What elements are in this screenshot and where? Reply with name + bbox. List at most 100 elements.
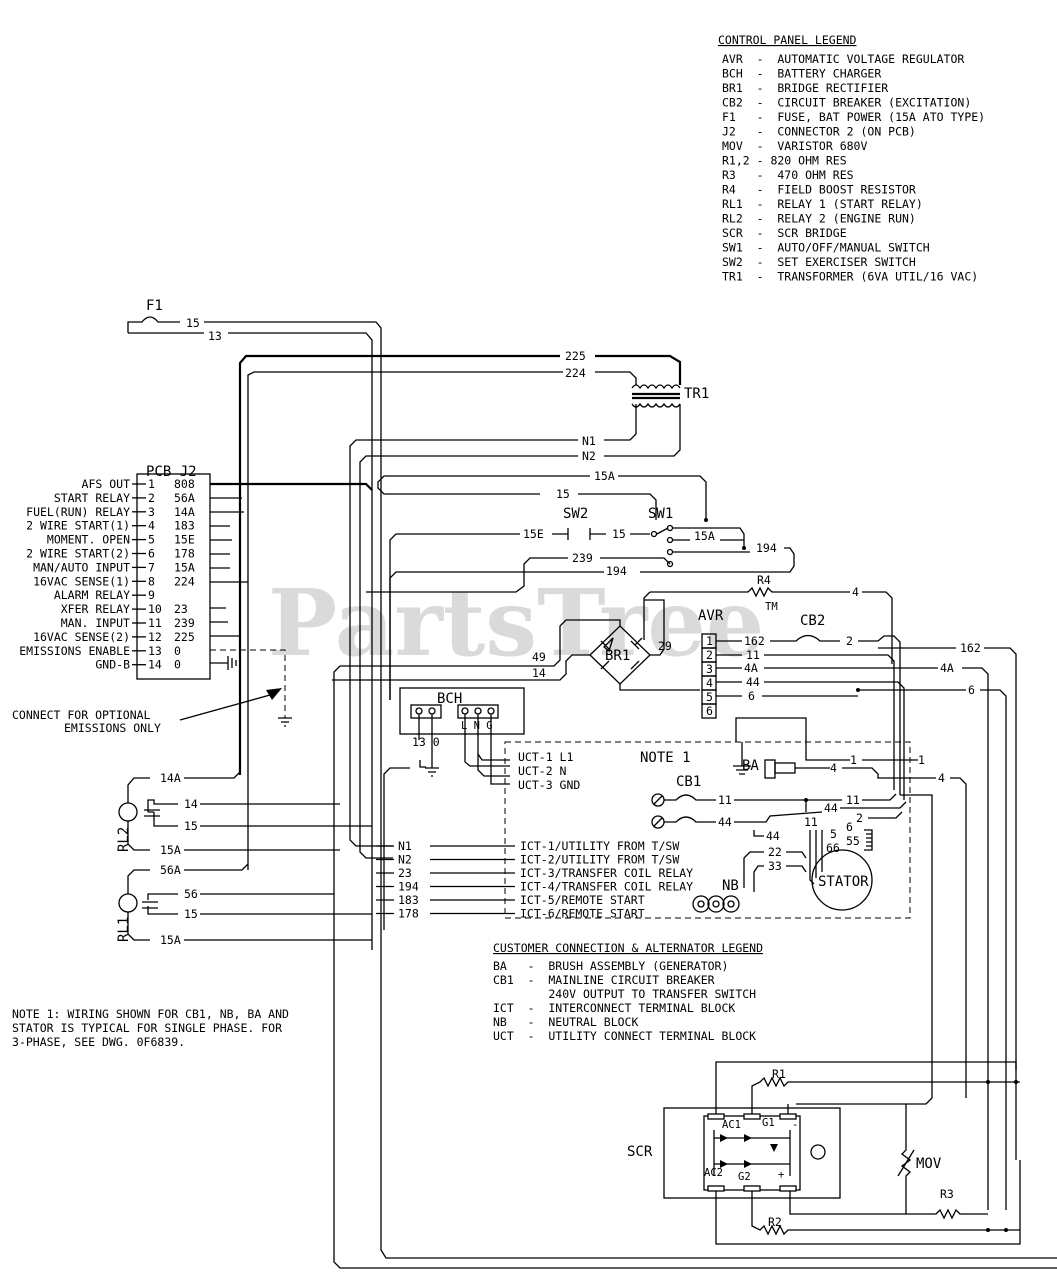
control-legend-item: SW1 - AUTO/OFF/MANUAL SWITCH — [722, 241, 930, 255]
wire-label-11-cb1: 11 — [718, 793, 732, 807]
f1-label: F1 — [146, 298, 163, 314]
pcb-pin-wire: 808 — [174, 477, 195, 491]
wire-label-29: 29 — [658, 639, 672, 653]
ict-terminal-label: ICT-4/TRANSFER COIL RELAY — [520, 880, 693, 894]
pcb-j2-box — [136, 473, 211, 680]
pcb-pin-wire: 239 — [174, 616, 195, 630]
wire-label-15-sw2: 15 — [612, 527, 626, 541]
mov-label: MOV — [916, 1156, 942, 1172]
pcb-pin-number: 4 — [148, 519, 155, 533]
relay-rl2: RL2 14A 15A 14 15 — [116, 771, 372, 857]
pcb-pin-wire: 225 — [174, 630, 195, 644]
scr-diodes-icon — [720, 1134, 778, 1168]
pcb-pin-number: 13 — [148, 644, 162, 658]
sw1-label: SW1 — [648, 506, 673, 522]
control-panel-legend: CONTROL PANEL LEGEND AVR - AUTOMATIC VOL… — [718, 33, 985, 284]
pcb-pin-wire: 0 — [174, 658, 181, 672]
pcb-pin-number: 2 — [148, 491, 155, 505]
note-1-label: NOTE 1 — [640, 750, 691, 766]
wire-label-6-stator: 6 — [846, 820, 853, 834]
watermark: PartsTree — [268, 569, 764, 677]
customer-legend-item: BA - BRUSH ASSEMBLY (GENERATOR) — [493, 959, 728, 973]
pcb-pin-number: 10 — [148, 602, 162, 616]
tr1-primary-coil-icon — [631, 384, 681, 390]
emissions-ground-icon — [278, 717, 292, 727]
control-legend-item: R1,2 - 820 OHM RES — [722, 154, 847, 168]
pcb-pin-label: MOMENT. OPEN — [47, 533, 130, 547]
pcb-pin-label: 2 WIRE START(1) — [26, 519, 130, 533]
wire-label-4-top: 4 — [852, 585, 859, 599]
ict-terminal-label: ICT-3/TRANSFER COIL RELAY — [520, 866, 693, 880]
tr1-secondary-coil-icon — [631, 402, 681, 408]
pcb-pin-wire: 14A — [174, 505, 195, 519]
pcb-pin-number: 12 — [148, 630, 162, 644]
g1-label: G1 — [762, 1117, 775, 1129]
wire-label-15a-sw1: 15A — [694, 529, 715, 543]
ict-wire-label: 183 — [398, 893, 419, 907]
control-legend-item: RL2 - RELAY 2 (ENGINE RUN) — [722, 212, 916, 226]
customer-legend-item: ICT - INTERCONNECT TERMINAL BLOCK — [493, 1001, 735, 1015]
ict-wire-label: 194 — [398, 880, 419, 894]
ict-terminal-label: ICT-5/REMOTE START — [520, 893, 645, 907]
wire-label-44-cb1: 44 — [718, 815, 732, 829]
control-legend-item: J2 - CONNECTOR 2 (ON PCB) — [722, 125, 916, 139]
wire-label-6: 6 — [748, 689, 755, 703]
wire-label-44: 44 — [746, 675, 760, 689]
pcb-pin-wire: 224 — [174, 574, 195, 588]
control-legend-item: F1 - FUSE, BAT POWER (15A ATO TYPE) — [722, 110, 985, 124]
pcb-pin-label: 2 WIRE START(2) — [26, 547, 130, 561]
control-legend-item: BCH - BATTERY CHARGER — [722, 67, 881, 81]
ict-wire-label: N1 — [398, 839, 412, 853]
wire-label-14: 14 — [532, 666, 546, 680]
pcb-pin-label: AFS OUT — [82, 477, 131, 491]
resistor-r2-icon — [751, 1191, 1020, 1236]
r2-label: R2 — [768, 1215, 782, 1229]
cb2-breaker-icon — [788, 634, 840, 642]
customer-legend-item: CB1 - MAINLINE CIRCUIT BREAKER — [493, 973, 715, 987]
scr-label: SCR — [627, 1144, 653, 1160]
wire-label-33: 33 — [768, 859, 782, 873]
ict-terminal-label: ICT-2/UTILITY FROM T/SW — [520, 853, 679, 867]
wire-label-162-right: 162 — [960, 641, 981, 655]
stator-tap-icon — [864, 829, 873, 851]
relay-rl1: RL1 56A 15A 56 15 — [116, 863, 372, 947]
wire-label-56a: 56A — [160, 863, 181, 877]
pcb-pin-wire: 56A — [174, 491, 195, 505]
bch-label: BCH — [437, 691, 462, 707]
ict-wire-label: 178 — [398, 907, 419, 921]
pcb-pin-label: START RELAY — [54, 491, 130, 505]
wire-label-66: 66 — [826, 841, 840, 855]
wire-label-44-right: 44 — [824, 801, 838, 815]
connect-note-line2: EMISSIONS ONLY — [64, 721, 161, 735]
circuit-breaker-cb1: CB1 — [651, 774, 716, 829]
pcb-pin-label: MAN/AUTO INPUT — [33, 560, 130, 574]
cb2-label: CB2 — [800, 613, 825, 629]
wire-label-162: 162 — [744, 634, 765, 648]
fuse-f1: F1 15 13 — [127, 298, 1057, 1259]
avr-pin-number: 4 — [706, 676, 713, 690]
battery-charger-bch: BCH L N G 13 0 — [399, 687, 525, 785]
wire-label-11-right: 11 — [846, 793, 860, 807]
ba-label: BA — [742, 758, 759, 774]
customer-legend-title: CUSTOMER CONNECTION & ALTERNATOR LEGEND — [493, 941, 763, 955]
pcb-pin-wire: 183 — [174, 519, 195, 533]
switch-sw2: SW2 15E 15 — [396, 506, 650, 541]
pcb-pin-number: 5 — [148, 533, 155, 547]
control-legend-item: SW2 - SET EXERCISER SWITCH — [722, 255, 916, 269]
wire-label-13: 13 — [208, 329, 222, 343]
wire-label-15a-top: 15A — [594, 469, 615, 483]
note-line: STATOR IS TYPICAL FOR SINGLE PHASE. FOR — [12, 1021, 282, 1035]
tr1-core-icon — [632, 392, 680, 400]
transformer-tr1: TR1 — [604, 384, 709, 457]
pcb-pin-label: XFER RELAY — [61, 602, 130, 616]
connect-note-line1: CONNECT FOR OPTIONAL — [12, 708, 151, 722]
ict-wire-label: 23 — [398, 866, 412, 880]
wire-label-15-rl1: 15 — [184, 907, 198, 921]
scr-bridge: SCR AC1 AC2 G1 G2 - + — [627, 1107, 841, 1199]
avr-pin-number: 5 — [706, 690, 713, 704]
control-legend-item: SCR - SCR BRIDGE — [722, 226, 847, 240]
wire-label-15e: 15E — [523, 527, 544, 541]
